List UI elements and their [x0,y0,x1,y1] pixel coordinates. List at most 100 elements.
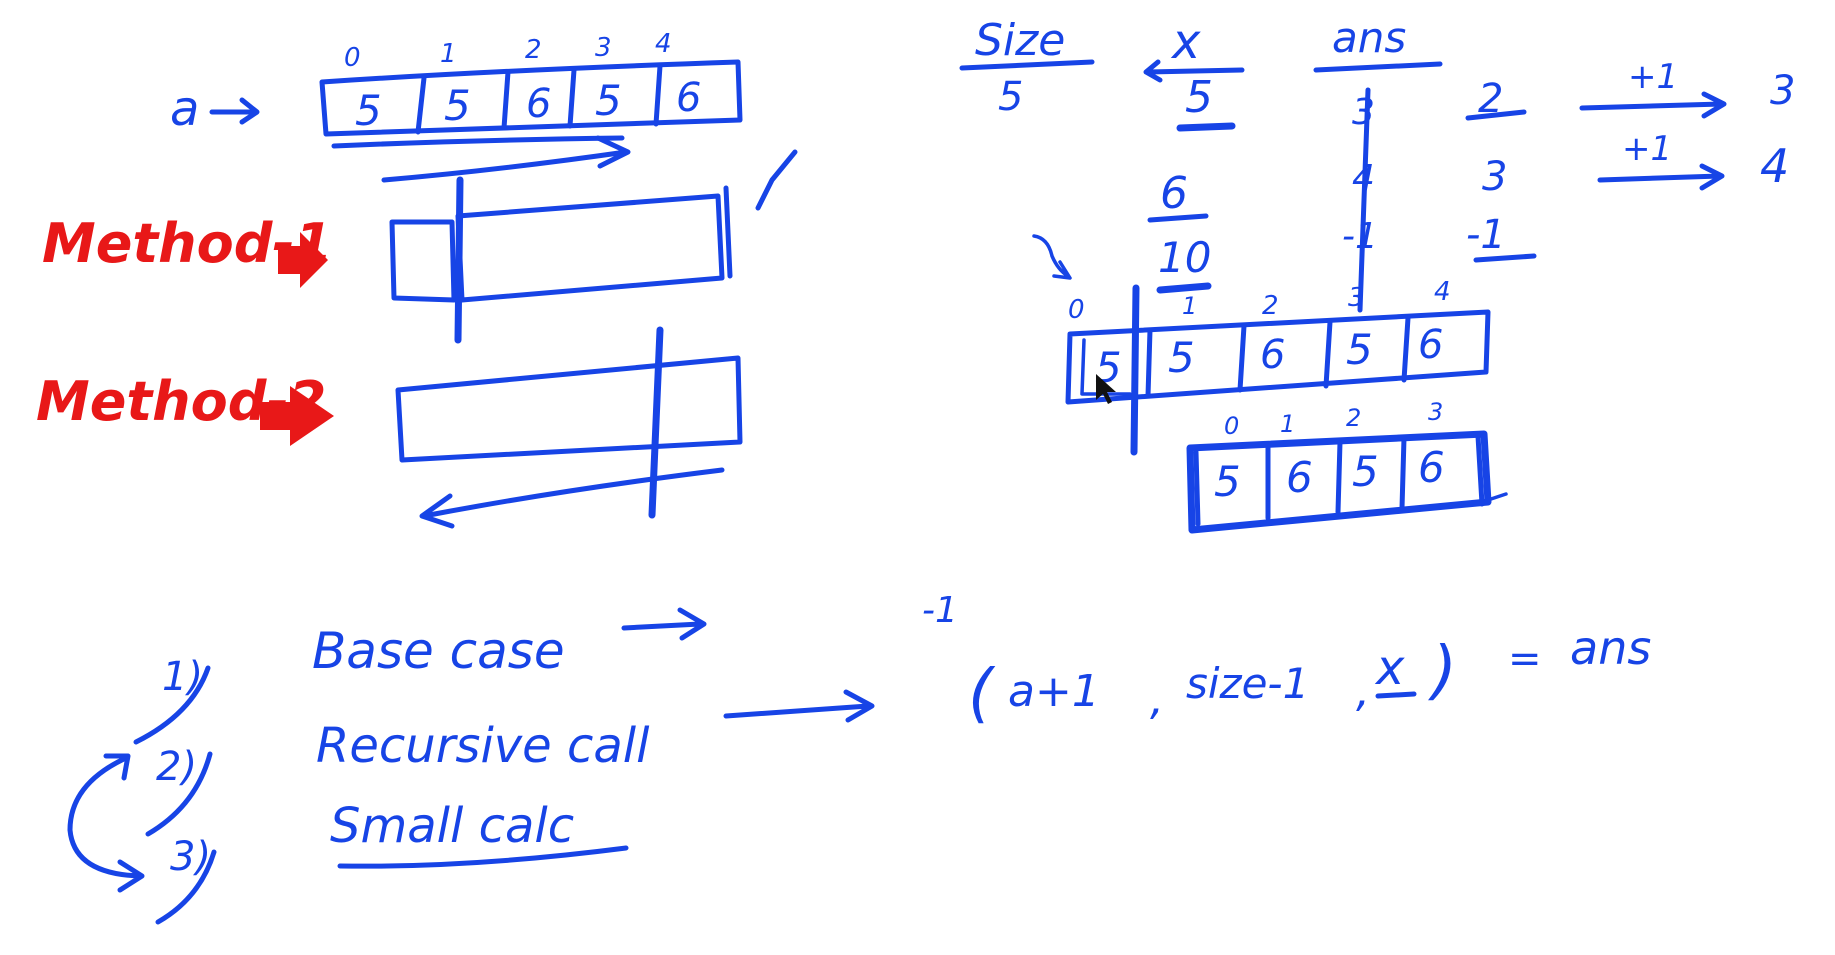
array-a: a 0 1 2 3 4 5 5 6 5 6 [170,29,743,183]
step-op: +1 [1628,57,1678,97]
x-header: x [1170,14,1201,70]
x-value: 6 [1160,168,1188,219]
x-value-underline [1147,213,1209,223]
array-a-index: 0 [344,43,361,73]
array-sub-value: 5 [1214,457,1241,506]
x-value: 10 [1158,233,1211,282]
reverse-arrow [419,467,725,529]
array-mid-value: 5 [1346,325,1373,374]
ans-value: 3 [1482,154,1507,200]
size-header-underline [959,59,1095,71]
x-value-underline [1156,282,1212,294]
array-mid-index: 3 [1348,283,1365,313]
ans-header-underline [1313,61,1443,73]
array-a-dividers [415,63,663,135]
array-mid-value: 6 [1418,322,1443,368]
recursive-call-arrow [723,689,875,723]
array-mid-value: 5 [1168,333,1195,382]
array-mid-indices: 0 1 2 3 4 [1068,277,1451,325]
array-a-value: 6 [526,81,551,127]
red-arrow-icon [278,232,328,288]
array-a-value: 6 [676,75,701,121]
loop-arrow-icon [67,753,145,893]
size-value: 5 [998,74,1023,120]
recursion-steps: 1) 2) 3) Base case Recursive call Small … [67,607,875,925]
array-a-index: 3 [595,33,612,63]
method-1: Method-1 [42,149,798,344]
expr-result: ans [1570,621,1651,675]
method-1-rest-box [455,193,725,303]
array-a-index: 1 [440,39,457,69]
step-divider [155,849,217,925]
array-a-index: 2 [525,35,542,65]
expr-separator: , [1150,674,1164,725]
expr-arg3: x [1374,640,1405,696]
method-1-head-box [389,219,457,303]
step-number: 2) [156,744,197,790]
ans-value: -1 [1466,212,1506,258]
expr-arg3-underline [1375,691,1417,699]
array-sub-value: 5 [1352,447,1379,496]
x-value-underline [1176,122,1236,132]
array-a-indices: 0 1 2 3 4 [344,29,672,73]
method-2-box [395,355,743,463]
step-item-small-calc: Small calc [330,798,574,854]
step-op: +1 [1622,129,1672,169]
array-sub-box [1186,430,1492,534]
array-sub-index: 3 [1428,398,1443,426]
checkmark-icon [755,149,798,211]
array-mid-dividers [1145,315,1411,399]
base-case-arrow [621,607,707,641]
array-a-value: 5 [355,86,382,135]
array-mid-split-line [1130,284,1140,456]
array-sub-index: 0 [1224,412,1239,440]
step-divider [145,751,213,837]
recursive-expression: -1 ( a+1 , size-1 , x ) = ans [922,590,1651,731]
red-arrow-icon [260,386,334,446]
size-header: Size [975,15,1065,66]
x-value: 5 [1185,72,1213,123]
ans-struck-value: 3 [1352,92,1375,133]
array-a-value: 5 [595,76,622,125]
array-sub-indices: 0 1 2 3 [1224,398,1443,440]
expr-arg1: a+1 [1008,666,1100,717]
traversal-arrow [381,135,631,183]
ans-strike-line [1357,87,1371,313]
array-sub-index: 1 [1280,410,1295,438]
method-1-box-edge [723,185,733,279]
array-mid-index: 4 [1434,277,1451,307]
array-a-name: a [170,81,199,137]
step-item-base-case: Base case [312,622,565,680]
curved-arrow-icon [1032,234,1072,280]
array-sub-dividers [1265,435,1407,521]
array-mid-index: 1 [1182,292,1197,320]
array-a-box [319,59,743,137]
array-mid-value: 6 [1260,332,1285,378]
array-mid: 0 1 2 3 4 5 5 6 5 6 [1065,277,1491,456]
x-header-underline [1143,59,1245,83]
step-arrow [1579,91,1727,119]
array-sub-values: 5 6 5 6 [1214,443,1445,506]
expr-arg2: size-1 [1186,659,1309,708]
array-mid-head-box [1080,338,1132,396]
method-2-split-line [648,326,664,519]
array-sub-value: 6 [1286,453,1313,502]
array-mid-box [1065,309,1491,405]
expr-minus-one: -1 [922,590,958,631]
array-sub-index: 2 [1346,404,1361,432]
ans-header: ans [1332,13,1406,62]
expr-separator: , [1356,666,1370,717]
array-sub-value: 6 [1418,443,1445,492]
traversal-line [331,135,625,149]
array-mid-index: 2 [1262,291,1279,321]
step-result: 4 [1760,139,1789,193]
array-sub-tail [1486,492,1508,502]
step-divider [133,665,211,745]
method-2: Method-2 [36,326,743,529]
step-arrow [1597,163,1725,191]
expr-equals: = [1508,636,1542,682]
array-a-index: 4 [655,29,672,59]
arrow-icon [209,97,260,125]
array-sub-box-edges [1193,433,1485,527]
